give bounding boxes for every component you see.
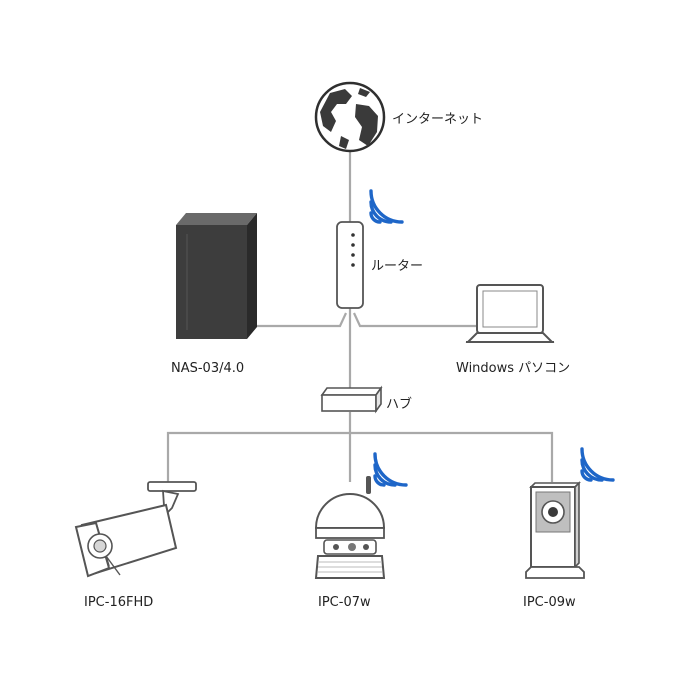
router-label: ルーター [371,259,423,274]
cam3-wifi-icon [580,447,615,482]
cam2-node: IPC-07w [314,452,408,610]
nas-label: NAS-03/4.0 [171,361,244,376]
router-wifi-icon [369,189,404,224]
laptop-icon [465,284,555,343]
internet-node: インターネット [314,81,483,153]
globe-icon [314,81,386,153]
cam2-wifi-icon [373,452,408,487]
cam3-node: IPC-09w [523,447,615,610]
box-camera-icon [525,481,585,579]
internet-label: インターネット [392,112,483,127]
cam2-label: IPC-07w [318,595,371,610]
hub-label: ハブ [386,396,412,412]
dome-camera-icon [314,476,386,579]
pc-label: Windows パソコン [456,361,570,376]
cable-router-nas [257,312,347,328]
cam1-label: IPC-16FHD [84,595,153,610]
cam3-label: IPC-09w [523,595,576,610]
nas-tower-icon [176,213,257,339]
hub-icon [320,385,383,414]
bullet-camera-icon [74,481,197,578]
router-icon [336,221,364,309]
cable-hub-branch [166,431,554,482]
pc-node: Windows パソコン [456,284,570,376]
hub-node: ハブ [320,385,412,414]
router-node: ルーター [336,189,423,309]
nas-node: NAS-03/4.0 [171,213,257,376]
cam1-node: IPC-16FHD [74,481,197,610]
